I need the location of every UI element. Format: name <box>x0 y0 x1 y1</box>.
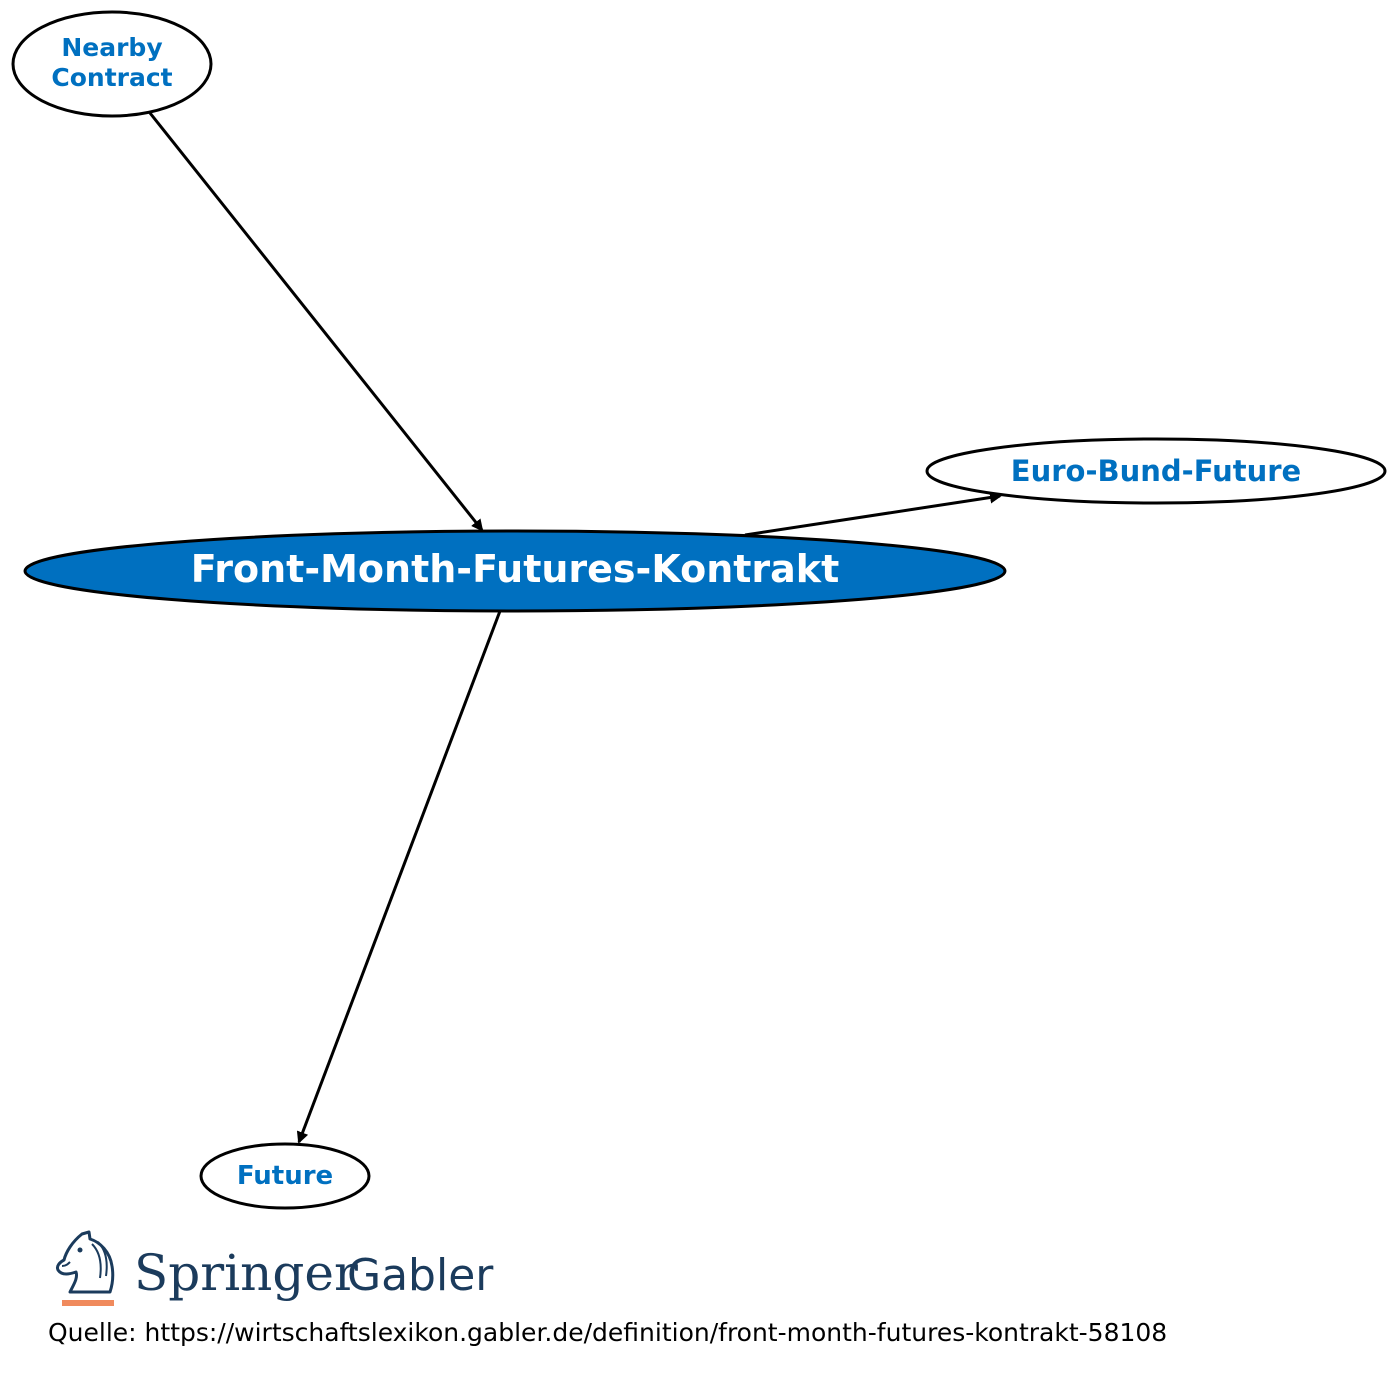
edge-nearby-to-center <box>148 112 484 532</box>
node-front-month-futures-kontrakt-shape <box>23 529 1007 613</box>
node-nearby-contract-label-line2: Contract <box>51 63 172 92</box>
node-future[interactable]: Future <box>199 1142 371 1210</box>
logo-wordmark-gabler: Gabler <box>347 1250 494 1301</box>
node-nearby-contract-label-line1: Nearby <box>61 33 162 62</box>
springer-gabler-logo: Springer Gabler <box>56 1230 494 1306</box>
source-citation: Quelle: https://wirtschaftslexikon.gable… <box>48 1318 1168 1347</box>
node-front-month-futures-kontrakt-label: Front-Month-Futures-Kontrakt <box>191 547 840 591</box>
node-nearby-contract[interactable]: Nearby Contract <box>11 10 213 118</box>
node-euro-bund-future-shape <box>925 437 1387 505</box>
node-nearby-contract-shape <box>11 10 213 118</box>
node-future-shape <box>199 1142 371 1210</box>
logo-wordmark-springer: Springer <box>134 1244 358 1302</box>
concept-graph: Nearby Contract Euro-Bund-Future Front-M… <box>11 10 1387 1210</box>
edge-center-to-future <box>296 610 502 1144</box>
node-front-month-futures-kontrakt[interactable]: Front-Month-Futures-Kontrakt <box>23 529 1007 613</box>
knight-horse-icon <box>56 1230 115 1294</box>
node-future-label: Future <box>237 1161 333 1191</box>
edge-center-to-eurobund <box>744 491 1002 537</box>
logo-underline-bar <box>62 1300 114 1306</box>
node-euro-bund-future-label: Euro-Bund-Future <box>1011 454 1301 488</box>
node-euro-bund-future[interactable]: Euro-Bund-Future <box>925 437 1387 505</box>
